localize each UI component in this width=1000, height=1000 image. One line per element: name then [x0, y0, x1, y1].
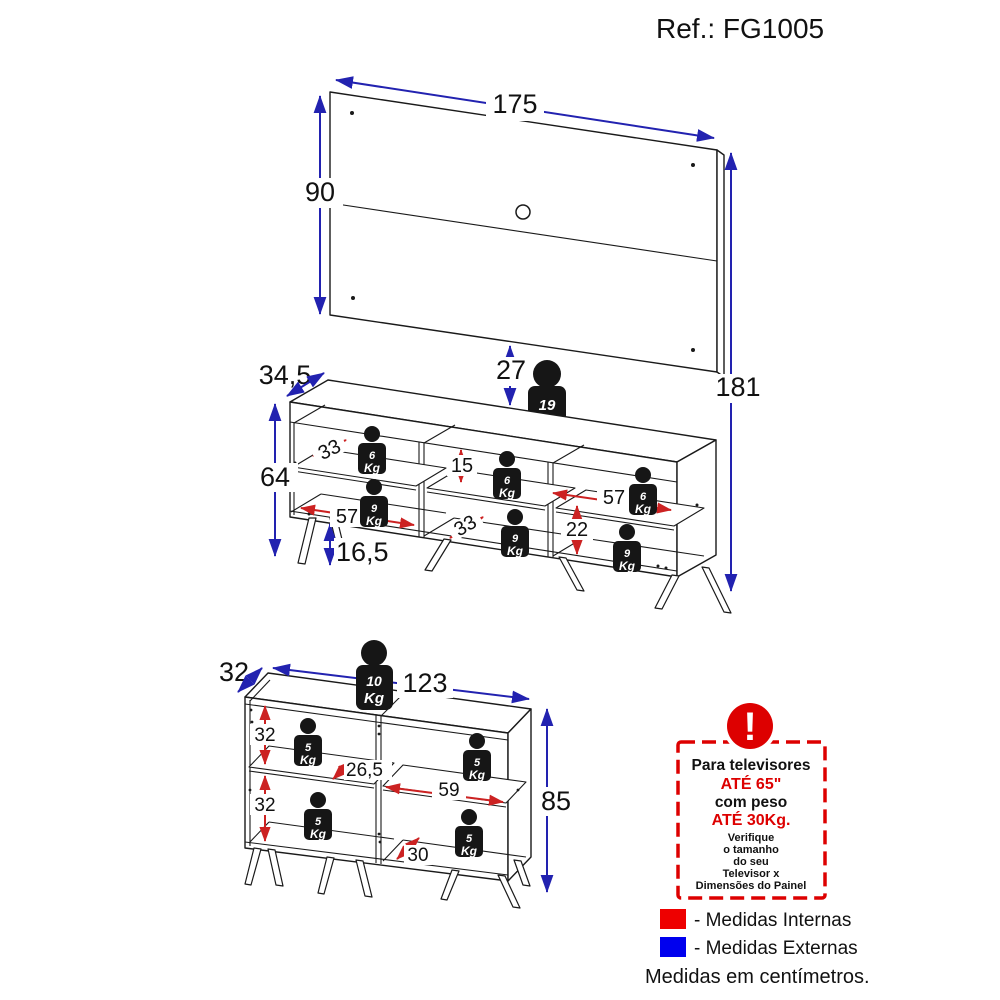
internal-measures-label: - Medidas Internas — [694, 910, 851, 931]
cabinet-depth-dimension: 32 — [219, 657, 263, 693]
svg-text:Kg: Kg — [499, 486, 516, 500]
warning-note1: Verifique — [728, 832, 774, 844]
stand-inner-depth-top-left: 33 — [310, 434, 349, 465]
total-height-label: 181 — [715, 372, 760, 402]
panel-height-dimension: 90 — [297, 95, 343, 315]
svg-text:Kg: Kg — [366, 514, 383, 528]
cabinet-shelf-depth-middle: 26,5 — [332, 760, 392, 781]
cabinet-legs — [244, 847, 531, 909]
page-title: Ref.: FG1005 — [656, 13, 824, 44]
svg-text:57: 57 — [336, 506, 358, 528]
cabinet-height-dimension: 85 — [533, 708, 579, 893]
cabinet-weight-icon-top-left: 5 Kg — [294, 718, 322, 767]
cabinet-inner-height-bottom-left: 32 — [250, 775, 280, 842]
warning-line4: ATÉ 30Kg. — [712, 810, 791, 829]
external-measures-swatch — [660, 937, 686, 957]
stand-inner-height-top-middle: 15 — [447, 449, 477, 483]
cabinet-width-dimension: 123 — [272, 663, 530, 704]
svg-text:Kg: Kg — [635, 502, 652, 516]
external-measures-label: - Medidas Externas — [694, 938, 858, 959]
cabinet-weight-icon-top-right: 5 Kg — [463, 733, 491, 782]
cabinet-width-label: 123 — [402, 668, 447, 698]
svg-text:15: 15 — [451, 455, 473, 477]
svg-text:6: 6 — [369, 450, 376, 462]
svg-text:9: 9 — [512, 533, 519, 545]
total-height-dimension: 181 — [710, 152, 766, 592]
svg-text:22: 22 — [566, 519, 588, 541]
cabinet-right-face — [507, 708, 532, 882]
warning-note2: o tamanho — [723, 844, 779, 856]
units-note: Medidas em centímetros. — [645, 966, 870, 988]
svg-text:32: 32 — [254, 725, 275, 746]
cabinet-top-weight-icon: 10 Kg — [356, 640, 393, 710]
panel-height-label: 90 — [305, 177, 335, 207]
tv-stand: 34,5 64 16,5 33 15 57 — [252, 360, 732, 614]
cabinet-shelf-width-right: 59 — [385, 780, 504, 806]
stand-leg-height-dimension: 16,5 — [323, 523, 392, 567]
svg-text:9: 9 — [371, 503, 378, 515]
svg-text:Kg: Kg — [364, 461, 381, 475]
panel-gap-dimension: 27 — [491, 345, 531, 406]
panel-gap-label: 27 — [496, 355, 526, 385]
svg-text:!: ! — [743, 705, 756, 749]
warning-note3: do seu — [733, 856, 768, 868]
tv-size-warning-box: ! Para televisores ATÉ 65" com peso ATÉ … — [676, 699, 827, 900]
svg-text:Kg: Kg — [310, 827, 327, 841]
stand-depth-dimension: 34,5 — [259, 360, 325, 397]
stand-weight-icon-bottom-right: 9 Kg — [613, 524, 641, 573]
svg-text:6: 6 — [504, 475, 511, 487]
stand-inner-height-bottom-right: 22 — [561, 505, 593, 555]
warning-note4: Televisor x — [723, 868, 781, 880]
svg-text:Kg: Kg — [619, 559, 636, 573]
svg-text:26,5: 26,5 — [346, 760, 383, 781]
warning-note5: Dimensões do Painel — [696, 880, 807, 892]
svg-text:Kg: Kg — [507, 544, 524, 558]
svg-text:30: 30 — [407, 845, 428, 866]
panel-seam-line — [329, 202, 718, 262]
cabinet-weight-icon-bottom-left: 5 Kg — [304, 792, 332, 841]
cabinet-height-label: 85 — [541, 786, 571, 816]
svg-text:5: 5 — [466, 833, 473, 845]
svg-text:5: 5 — [315, 816, 322, 828]
svg-text:57: 57 — [603, 487, 625, 509]
stand-weight-icon-top-right: 6 Kg — [629, 467, 657, 516]
cabinet-depth-label: 32 — [219, 657, 249, 687]
panel-width-dimension: 175 — [335, 76, 715, 142]
svg-text:5: 5 — [474, 757, 481, 769]
exclamation-icon — [727, 703, 773, 749]
svg-text:Kg: Kg — [300, 753, 317, 767]
svg-text:Kg: Kg — [469, 768, 486, 782]
internal-measures-swatch — [660, 909, 686, 929]
panel-max-weight-value: 19 — [539, 397, 556, 414]
stand-height-label: 64 — [260, 462, 290, 492]
warning-line2: ATÉ 65" — [721, 774, 782, 793]
panel-width-label: 175 — [492, 89, 537, 119]
warning-line1: Para televisores — [692, 757, 811, 774]
svg-text:Kg: Kg — [364, 690, 384, 707]
svg-text:6: 6 — [640, 491, 647, 503]
svg-text:Kg: Kg — [461, 844, 478, 858]
lower-cabinet: 32 123 85 32 32 26,5 — [219, 640, 579, 909]
stand-weight-icon-top-middle: 6 Kg — [493, 451, 521, 500]
svg-text:59: 59 — [438, 780, 459, 801]
stand-weight-icon-bottom-middle: 9 Kg — [501, 509, 529, 558]
svg-text:10: 10 — [366, 673, 382, 689]
stand-weight-icon-top-left: 6 Kg — [358, 426, 386, 475]
cabinet-weight-icon-bottom-right: 5 Kg — [455, 809, 483, 858]
stand-top-band — [289, 421, 678, 483]
stand-height-dimension: 64 — [252, 403, 298, 557]
stand-inner-width-bottom-left: 57 — [300, 504, 415, 529]
svg-text:9: 9 — [624, 548, 631, 560]
svg-text:32: 32 — [254, 795, 275, 816]
warning-line3: com peso — [715, 794, 787, 811]
cabinet-inner-height-top-left: 32 — [250, 705, 280, 765]
panel-cable-hole — [515, 204, 531, 220]
legend: - Medidas Internas - Medidas Externas Me… — [645, 909, 870, 988]
cabinet-shelf-depth-bottom: 30 — [396, 837, 432, 866]
svg-text:5: 5 — [305, 742, 312, 754]
stand-weight-icon-bottom-left: 9 Kg — [360, 479, 388, 528]
panel-side-edge — [716, 149, 725, 378]
stand-leg-height-label: 16,5 — [336, 537, 389, 567]
